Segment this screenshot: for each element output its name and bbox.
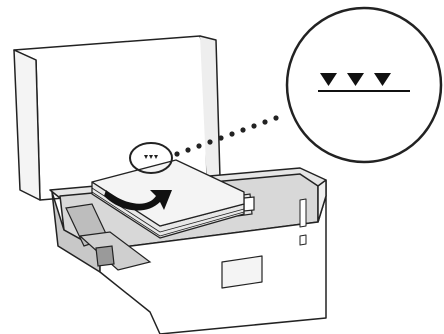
magnified-callout <box>287 8 441 162</box>
small-triangle-markers <box>144 155 158 159</box>
